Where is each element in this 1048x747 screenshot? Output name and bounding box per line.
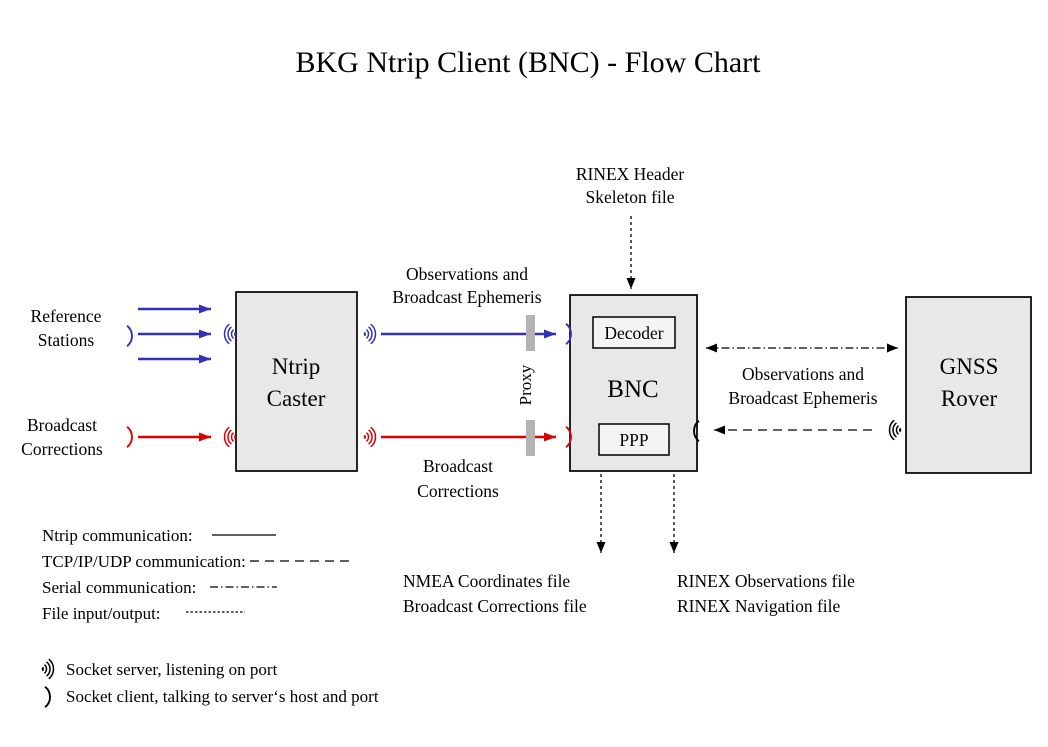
ntrip-caster-box <box>235 291 358 472</box>
socket-server-icon <box>223 323 237 345</box>
ppp-box <box>598 423 670 456</box>
nmea-files-label-line1: NMEA Coordinates file <box>403 571 570 591</box>
obs-ephemeris-right-label-line2: Broadcast Ephemeris <box>728 388 877 408</box>
decoder-label: Decoder <box>604 323 663 343</box>
gnss-rover-box <box>905 296 1032 474</box>
legend-socket-client-label: Socket client, talking to server‘s host … <box>66 687 379 706</box>
gnss-rover-label-line2: Rover <box>941 386 998 411</box>
socket-client-icon <box>693 420 700 442</box>
legend-socket-server-label: Socket server, listening on port <box>66 660 278 679</box>
gnss-rover-label-line1: GNSS <box>940 354 999 379</box>
obs-ephemeris-top-label-line2: Broadcast Ephemeris <box>392 287 541 307</box>
broadcast-corrections-left-label-line1: Broadcast <box>27 415 97 435</box>
socket-server-icon <box>363 323 377 345</box>
legend-tcp-label: TCP/IP/UDP communication: <box>42 552 246 571</box>
reference-stations-label-line2: Stations <box>38 330 95 350</box>
socket-server-icon <box>41 658 55 680</box>
legend-file-label: File input/output: <box>42 604 161 623</box>
rinex-files-label-line2: RINEX Navigation file <box>677 596 841 616</box>
socket-server-icon <box>363 426 377 448</box>
proxy-bar-top <box>526 315 535 351</box>
broadcast-corrections-mid-label-line1: Broadcast <box>423 456 493 476</box>
proxy-bar-bottom <box>526 420 535 456</box>
socket-client-icon <box>44 686 51 708</box>
broadcast-corrections-left-label-line2: Corrections <box>21 439 103 459</box>
decoder-box <box>592 316 676 349</box>
socket-client-icon <box>565 426 572 448</box>
broadcast-corrections-mid-label-line2: Corrections <box>417 481 499 501</box>
bnc-label: BNC <box>607 376 658 403</box>
legend-ntrip-label: Ntrip communication: <box>42 526 193 545</box>
proxy-label: Proxy <box>516 364 535 405</box>
ntrip-caster-label-line2: Caster <box>267 386 326 411</box>
socket-client-icon <box>126 325 133 347</box>
socket-server-icon <box>888 419 902 441</box>
rinex-header-label-line1: RINEX Header <box>576 164 685 184</box>
obs-ephemeris-right-label-line1: Observations and <box>742 364 864 384</box>
ppp-label: PPP <box>619 430 648 450</box>
reference-stations-label-line1: Reference <box>31 306 102 326</box>
nmea-files-label-line2: Broadcast Corrections file <box>403 596 587 616</box>
legend-serial-label: Serial communication: <box>42 578 196 597</box>
rinex-files-label-line1: RINEX Observations file <box>677 571 855 591</box>
rinex-header-label-line2: Skeleton file <box>586 187 675 207</box>
socket-client-icon <box>126 426 133 448</box>
page-title: BKG Ntrip Client (BNC) - Flow Chart <box>296 46 762 79</box>
socket-client-icon <box>565 323 572 345</box>
obs-ephemeris-top-label-line1: Observations and <box>406 264 528 284</box>
ntrip-caster-label-line1: Ntrip <box>272 354 321 379</box>
socket-server-icon <box>223 426 237 448</box>
